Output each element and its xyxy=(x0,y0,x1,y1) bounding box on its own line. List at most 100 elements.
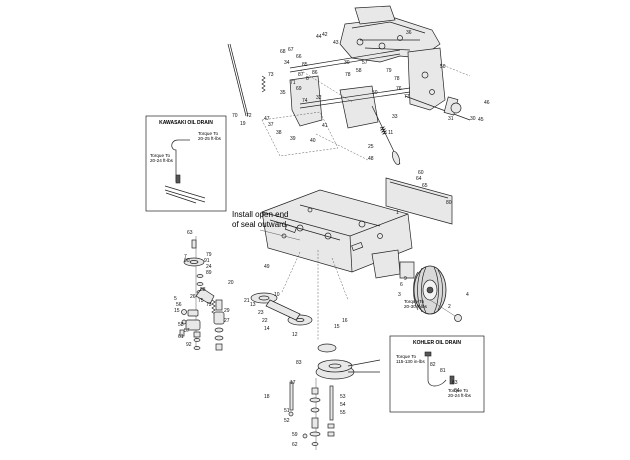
kawasaki-torque-a-line1: Torque To xyxy=(198,131,219,136)
part-callout: 29 xyxy=(224,308,230,314)
part-callout: 43 xyxy=(333,40,339,46)
part-callout: 75 xyxy=(198,298,204,304)
part-callout: 21 xyxy=(244,298,250,304)
lower-spindle-stack xyxy=(288,378,335,450)
part-callout: 26 xyxy=(190,294,196,300)
part-callout: 15 xyxy=(334,324,340,330)
part-callout: 85 xyxy=(302,62,308,68)
part-callout: 11 xyxy=(388,130,393,136)
kawasaki-torque-b-line2: 20-24 ft-lbs xyxy=(150,158,174,163)
part-callout: 51 xyxy=(284,408,290,414)
left-spindle-stack xyxy=(179,236,225,351)
part-callout: 36 xyxy=(406,30,412,36)
part-callout: 9 xyxy=(404,276,407,282)
kawasaki-torque-b-line1: Torque To xyxy=(150,153,171,158)
part-callout: 30 xyxy=(344,60,350,66)
wheel-torque-line1: Torque To xyxy=(404,299,425,304)
part-callout: 50 xyxy=(440,64,446,70)
part-callout: 80 xyxy=(446,200,452,206)
part-callout: 89 xyxy=(206,270,212,276)
part-callout: 79 xyxy=(386,68,392,74)
part-callout: 91 xyxy=(204,258,210,264)
part-callout: 56 xyxy=(176,302,182,308)
part-callout: 6 xyxy=(400,282,403,288)
kawasaki-torque-a-line2: 20-25 ft-lbs xyxy=(198,136,222,141)
part-callout: 70 xyxy=(232,113,238,119)
upper-frame-assembly xyxy=(227,5,471,166)
part-callout: 68 xyxy=(280,49,286,55)
part-callout: 20 xyxy=(228,280,234,286)
part-callout: 58 xyxy=(356,68,362,74)
part-callout: 41 xyxy=(322,123,328,129)
part-callout: 33 xyxy=(392,114,398,120)
kohler-torque-a-line1: Torque To xyxy=(396,354,417,359)
part-callout: 12 xyxy=(292,332,298,338)
part-callout: 65 xyxy=(422,183,428,189)
part-callout: 7 xyxy=(184,254,187,260)
part-callout: 47 xyxy=(264,116,270,122)
part-callout: 82 xyxy=(430,362,436,368)
part-callout: 79 xyxy=(206,252,212,258)
part-callout: 57 xyxy=(184,328,190,334)
part-callout: 72 xyxy=(246,113,252,119)
part-callout: 49 xyxy=(264,264,270,270)
part-callout: 1 xyxy=(396,210,399,216)
seal-note-line2: of seal outward xyxy=(232,220,286,229)
part-callout: 71 xyxy=(290,80,296,86)
kohler-inset-title: KOHLER OIL DRAIN xyxy=(413,340,461,346)
kohler-torque-b-line1: Torque To xyxy=(448,388,469,393)
part-callout: 77 xyxy=(404,94,410,100)
main-chassis xyxy=(261,177,453,340)
rear-wheel xyxy=(413,265,462,322)
part-callout: 58 xyxy=(178,322,184,328)
part-callout: 35 xyxy=(280,90,286,96)
part-callout: 84 xyxy=(454,388,460,394)
part-callout: 23 xyxy=(258,310,264,316)
part-callout: 64 xyxy=(416,176,422,182)
kohler-torque-a-line2: 115-130 in-lbs xyxy=(396,359,425,364)
kawasaki-inset-title: KAWASAKI OIL DRAIN xyxy=(159,120,213,126)
part-callout: 46 xyxy=(484,100,490,106)
part-callout: 55 xyxy=(340,410,346,416)
part-callout: 10 xyxy=(274,292,280,298)
part-callout: 38 xyxy=(276,130,282,136)
part-callout: 32 xyxy=(316,95,322,101)
part-callout: 63 xyxy=(187,230,193,236)
part-callout: 90 xyxy=(184,258,190,264)
part-callout: 13 xyxy=(250,302,256,308)
part-callout: 66 xyxy=(296,54,302,60)
part-callout: 62 xyxy=(292,442,298,448)
part-callout: 4 xyxy=(466,292,469,298)
kohler-oil-drain-inset: KOHLER OIL DRAIN Torque To 115-130 in-lb… xyxy=(389,335,485,413)
part-callout: 42 xyxy=(322,32,328,38)
part-callout: 14 xyxy=(264,326,270,332)
part-callout: 40 xyxy=(310,138,316,144)
part-callout: 48 xyxy=(368,156,374,162)
part-callout: 50 xyxy=(372,90,378,96)
part-callout: 24 xyxy=(206,264,212,270)
part-callout: 88 xyxy=(200,287,206,293)
part-callout: 67 xyxy=(288,47,294,53)
part-callout: 74 xyxy=(302,98,308,104)
part-callout: 78 xyxy=(394,76,400,82)
part-callout: 76 xyxy=(396,86,402,92)
part-callout: 81 xyxy=(440,368,446,374)
part-callout: 78 xyxy=(345,72,351,78)
part-callout: 60 xyxy=(418,170,424,176)
part-callout: 18 xyxy=(264,394,270,400)
seal-note-line1: Install open end xyxy=(232,210,289,219)
part-callout: 69 xyxy=(296,86,302,92)
part-callout: 15 xyxy=(174,308,180,314)
kawasaki-oil-drain-inset: KAWASAKI OIL DRAIN Torque To 20-25 ft-lb… xyxy=(145,115,227,212)
part-callout: 3 xyxy=(398,292,401,298)
part-callout: 54 xyxy=(340,402,346,408)
part-callout: 57 xyxy=(362,60,368,66)
part-callout: 8 xyxy=(306,76,309,82)
part-callout: 2 xyxy=(448,304,451,310)
part-callout: 61 xyxy=(178,334,184,340)
part-callout: 31 xyxy=(448,116,454,122)
wheel-torque-line2: 20-30 ft-lbs xyxy=(404,304,428,309)
part-callout: 92 xyxy=(186,342,192,348)
